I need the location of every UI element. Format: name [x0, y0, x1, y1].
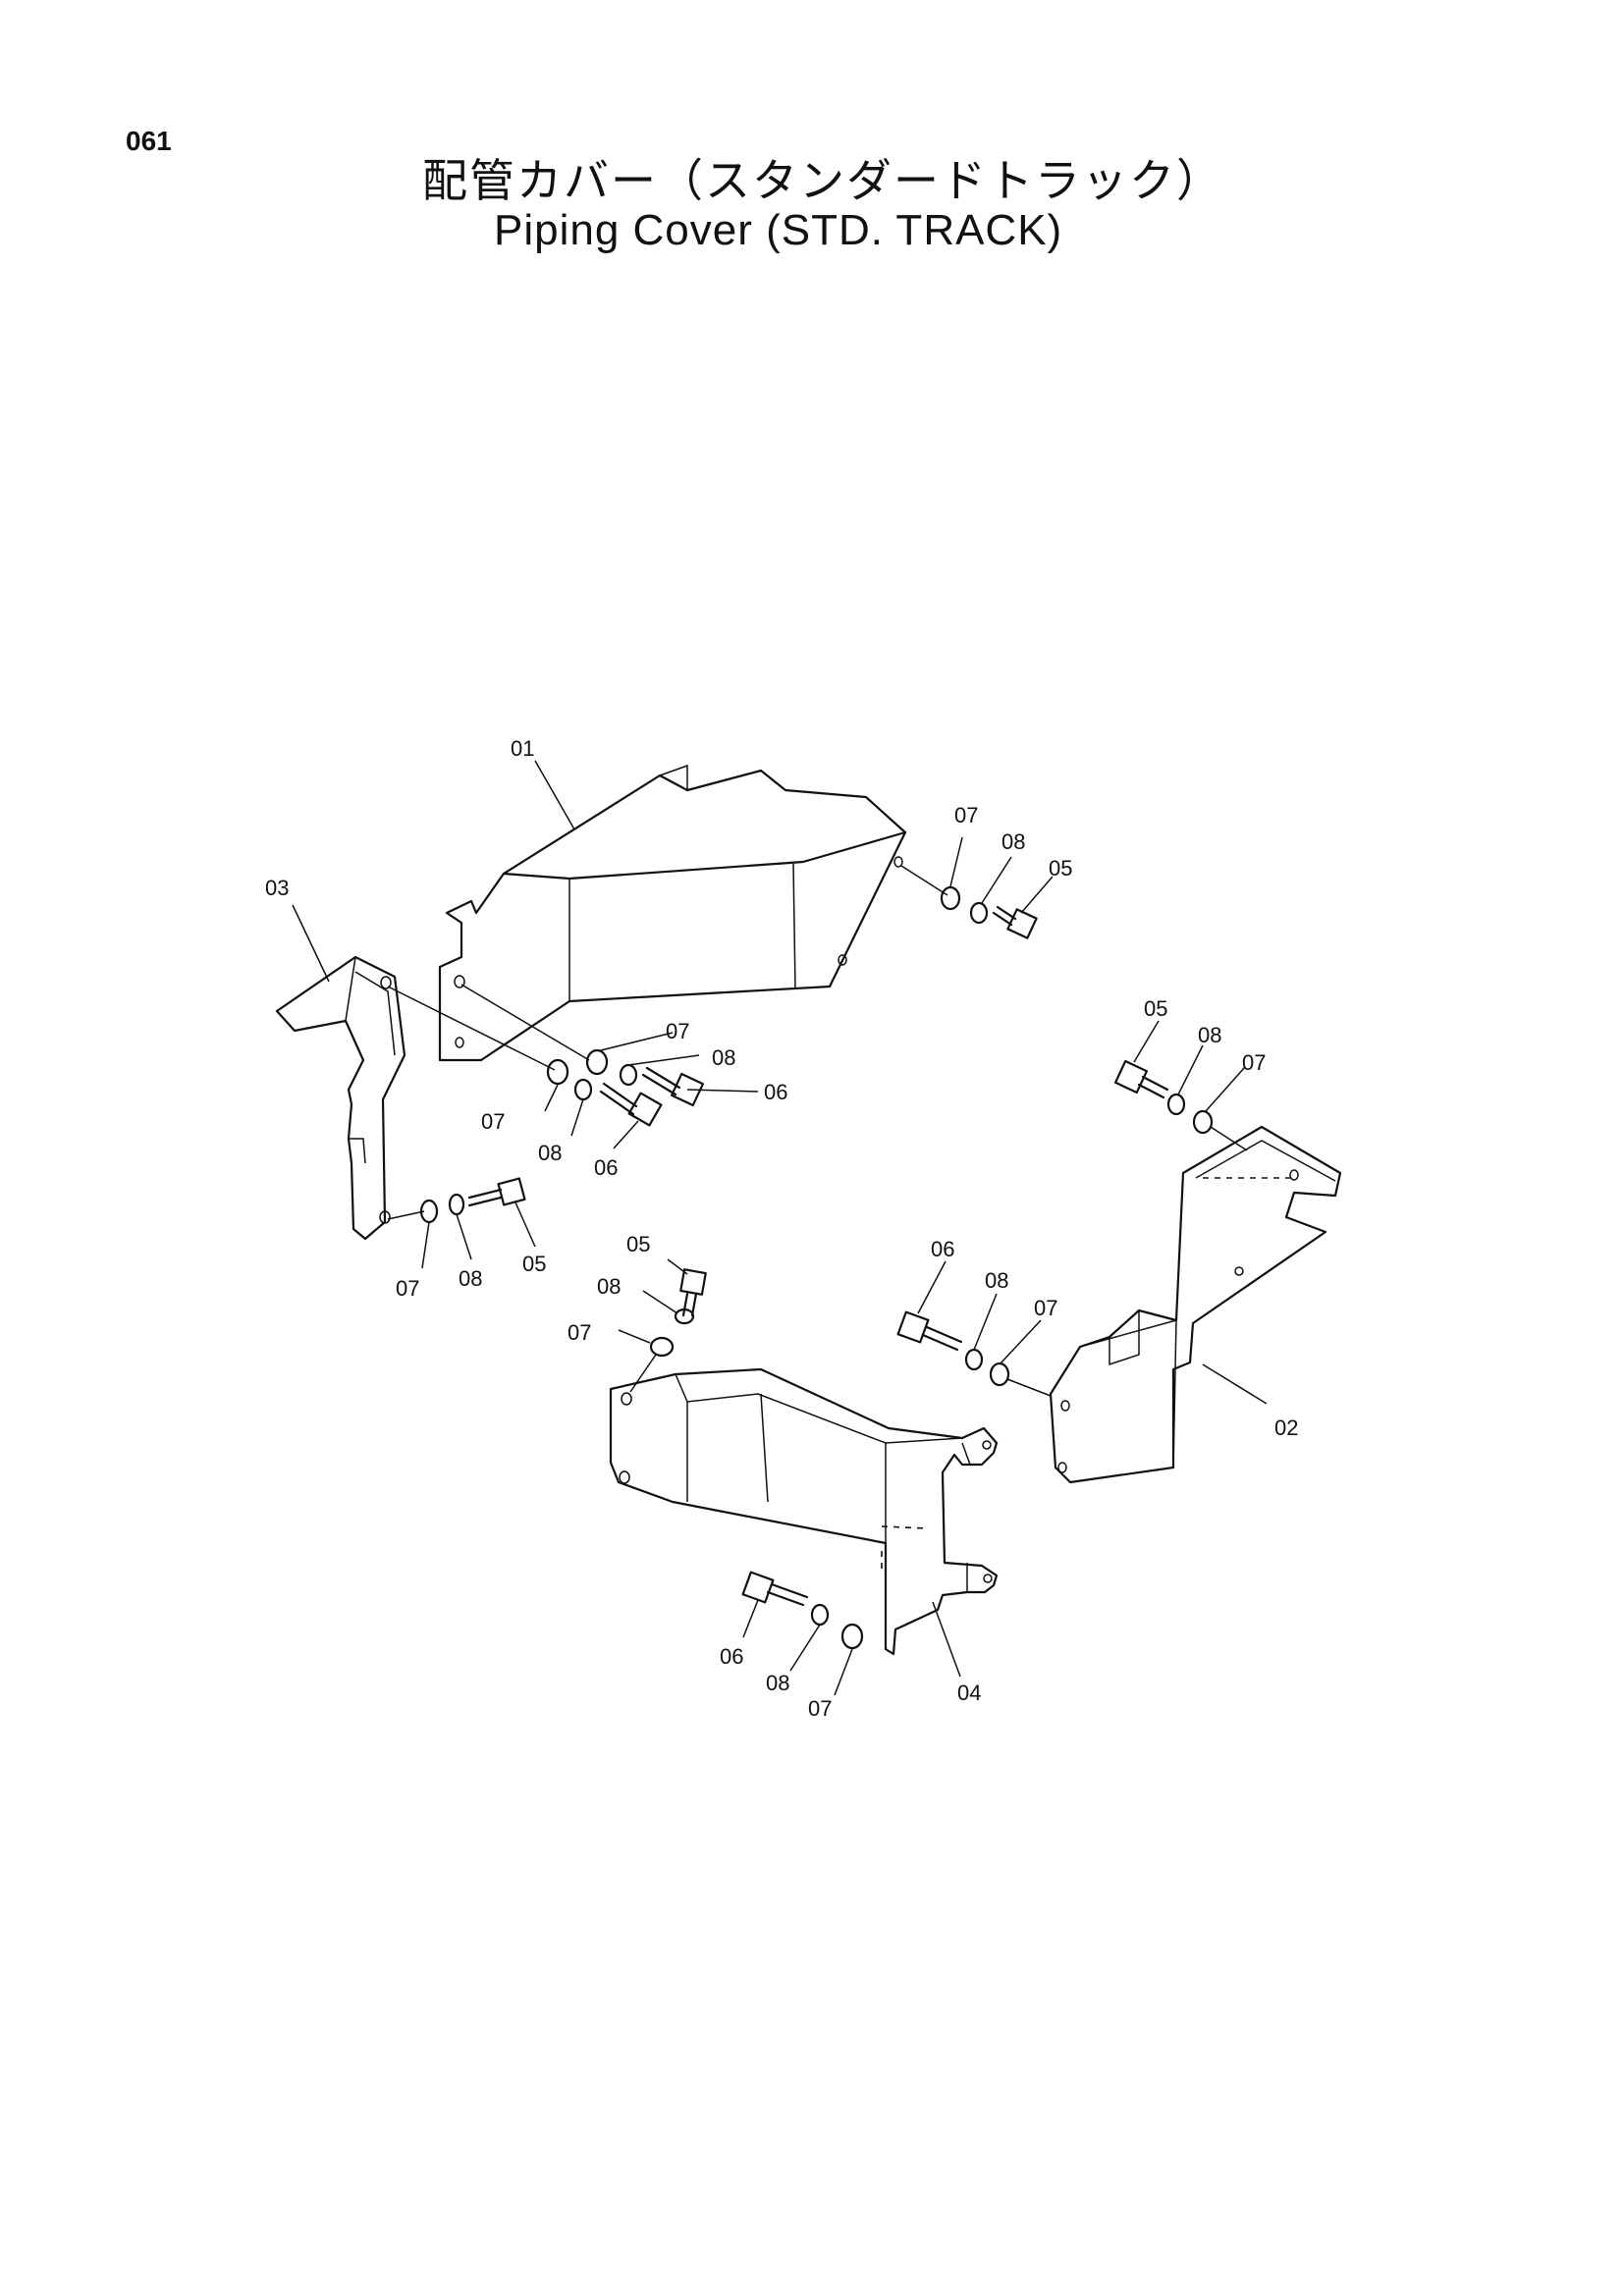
hardware-group-center-right	[896, 1310, 1052, 1397]
callout-05: 05	[626, 1232, 650, 1256]
hardware-group-upper-right	[900, 865, 1038, 939]
page-number: 061	[126, 126, 172, 156]
callout-08: 08	[985, 1268, 1008, 1293]
callout-05: 05	[1049, 856, 1072, 881]
callout-07: 07	[666, 1019, 689, 1043]
callout-08: 08	[712, 1045, 735, 1070]
callout-08: 08	[1001, 829, 1025, 854]
part-02-right-cover	[1049, 1125, 1342, 1484]
callout-08: 08	[766, 1671, 789, 1695]
callout-06: 06	[594, 1155, 618, 1180]
callout-06: 06	[764, 1080, 787, 1104]
page-title-japanese: 配管カバー（スタンダードトラック）	[422, 154, 1223, 207]
callout-labels: 01 02 03 04 05 05 05 05 06 06 06 06 07 0…	[265, 736, 1298, 1721]
callout-02: 02	[1274, 1415, 1298, 1440]
callout-08: 08	[597, 1274, 621, 1299]
callout-08: 08	[459, 1266, 482, 1291]
callout-07: 07	[954, 803, 978, 828]
callout-06: 06	[931, 1237, 954, 1261]
page-title-english: Piping Cover (STD. TRACK)	[494, 206, 1063, 254]
callout-08: 08	[1198, 1023, 1221, 1047]
leader-lines	[292, 760, 1268, 1696]
hardware-group-center	[629, 1268, 707, 1393]
callout-07: 07	[481, 1109, 505, 1134]
callout-07: 07	[808, 1696, 832, 1721]
part-03-left-bracket	[275, 955, 406, 1241]
hardware-group-right	[1113, 1059, 1248, 1151]
callout-07: 07	[1034, 1296, 1057, 1320]
hardware-group-bottom	[741, 1571, 864, 1650]
callout-05: 05	[522, 1252, 546, 1276]
callout-07: 07	[1242, 1050, 1266, 1075]
callout-08: 08	[538, 1141, 562, 1165]
callout-06: 06	[720, 1644, 743, 1669]
callout-03: 03	[265, 876, 289, 900]
callout-07: 07	[568, 1320, 591, 1345]
callout-07: 07	[396, 1276, 419, 1301]
hardware-group-middle-left	[387, 984, 705, 1127]
part-04-lower-cover	[609, 1367, 999, 1656]
callout-05: 05	[1144, 996, 1167, 1021]
callout-04: 04	[957, 1681, 981, 1705]
callout-01: 01	[511, 736, 534, 761]
part-01-upper-cover	[438, 764, 907, 1062]
